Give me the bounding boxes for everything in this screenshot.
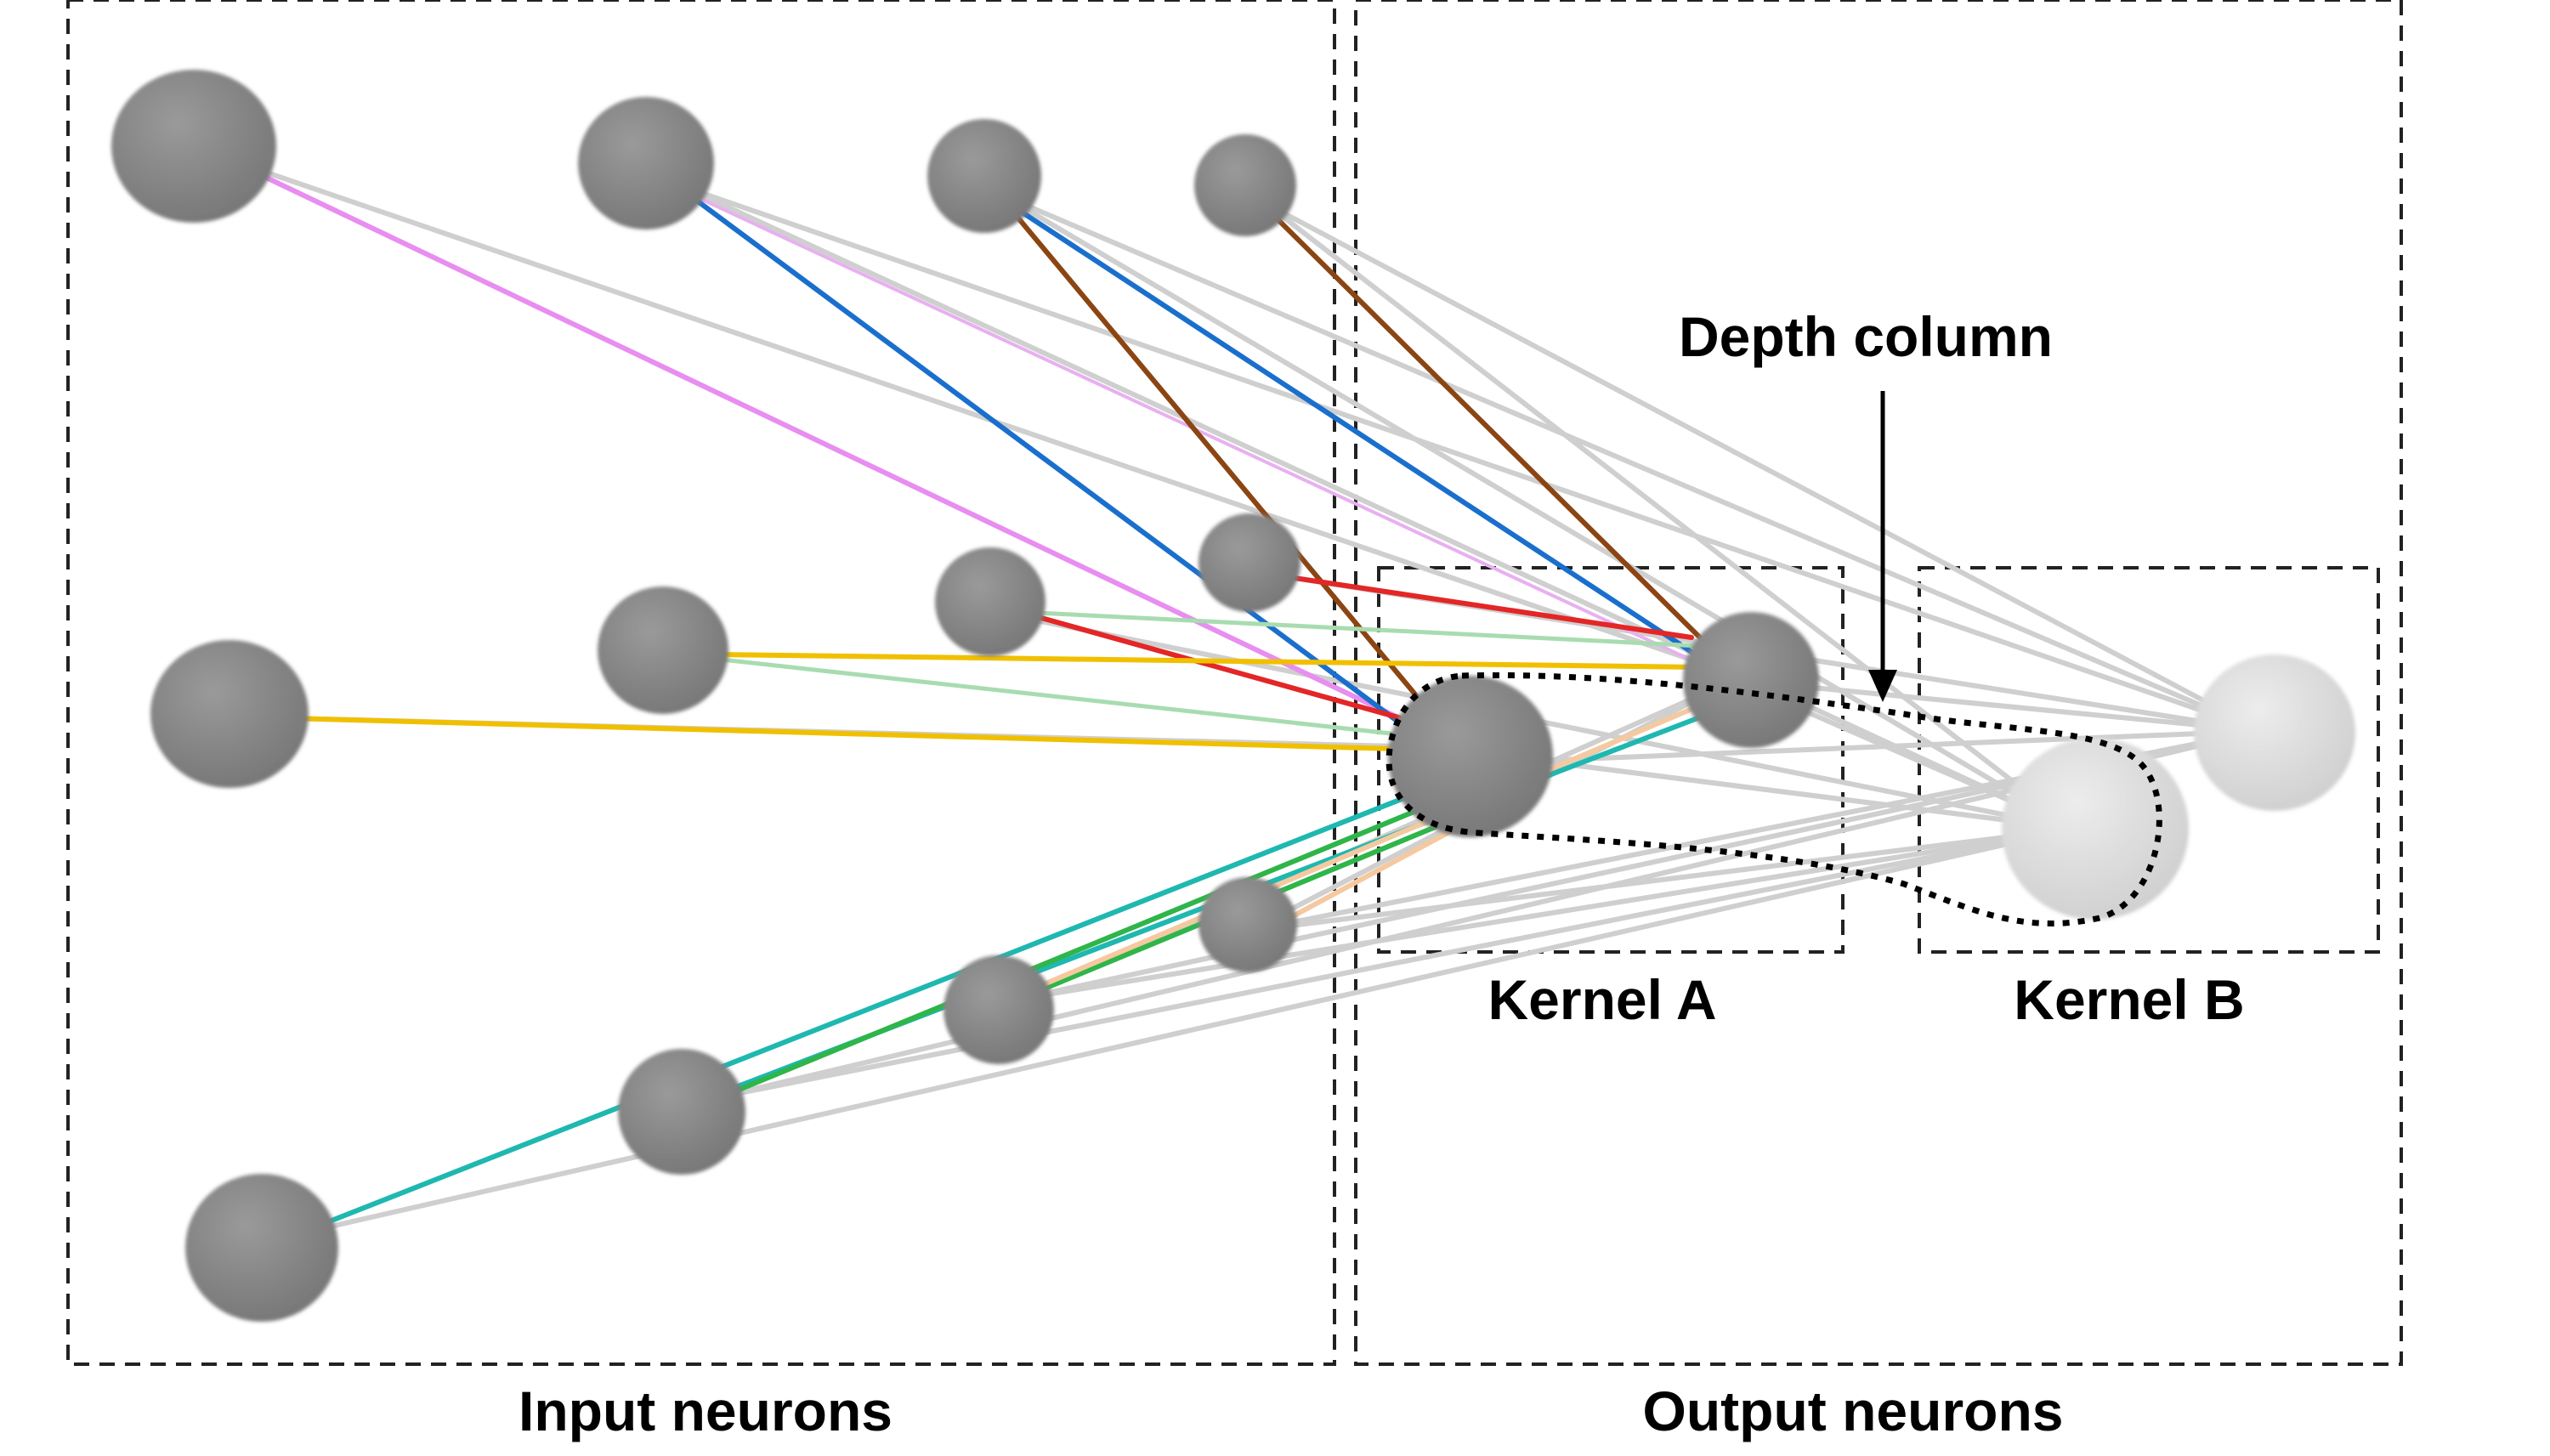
- connection-violet: [257, 172, 1465, 751]
- output-neuron-kernel-a-back: [1683, 612, 1819, 748]
- connection-light-green-2: [1017, 609, 1703, 649]
- connection-violet-2: [683, 190, 1736, 682]
- depth-column-label: Depth column: [1679, 305, 2053, 368]
- kernel-a-box: [1377, 566, 1844, 954]
- connection-red: [1264, 571, 1694, 640]
- kernel-b-label: Kernel B: [2014, 968, 2245, 1031]
- input-neuron: [111, 70, 276, 223]
- input-neuron: [944, 955, 1054, 1064]
- connection-brown: [1000, 197, 1431, 712]
- connection-teal: [320, 779, 1448, 1227]
- output-neuron-kernel-b-front: [2002, 738, 2189, 920]
- input-neuron: [927, 119, 1041, 233]
- output-neurons: [1388, 612, 2355, 920]
- input-neuron: [1198, 513, 1300, 612]
- output-neuron-kernel-b-back: [2194, 654, 2355, 811]
- connection-blue-2: [1000, 197, 1711, 666]
- input-neuron: [150, 640, 309, 788]
- connection-yellow-2: [286, 716, 1431, 752]
- input-neuron: [1194, 134, 1296, 236]
- input-neuron: [598, 586, 728, 714]
- connection-peach: [1017, 703, 1703, 997]
- kernel-a-label: Kernel A: [1488, 968, 1717, 1031]
- connection-yellow: [711, 652, 1703, 670]
- output-neuron-kernel-a-front: [1388, 676, 1553, 837]
- connection-brown-2: [1264, 206, 1711, 649]
- input-neurons-label: Input neurons: [518, 1380, 892, 1442]
- input-neuron: [618, 1049, 745, 1175]
- input-neuron: [578, 97, 714, 229]
- depth-column-outline: [1386, 671, 2162, 926]
- input-neuron: [935, 547, 1046, 656]
- connection-red-2: [1017, 609, 1465, 738]
- connection-light-green: [711, 656, 1448, 742]
- connection-green: [720, 796, 1448, 1099]
- input-neuron: [185, 1174, 338, 1322]
- input-neuron: [1198, 877, 1297, 972]
- output-neurons-label: Output neurons: [1642, 1380, 2064, 1442]
- depth-column-arrow: [1868, 391, 1897, 702]
- input-neurons: [111, 70, 1300, 1322]
